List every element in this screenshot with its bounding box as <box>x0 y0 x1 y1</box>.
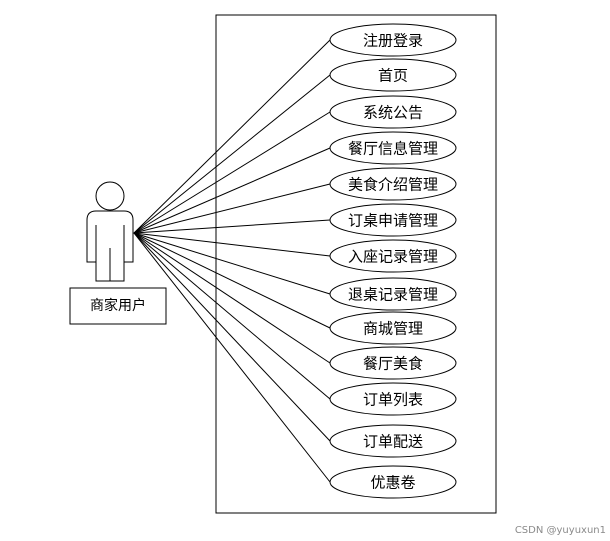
use-case-label: 订单列表 <box>363 391 423 409</box>
use-case-ellipse <box>329 167 457 201</box>
association-line <box>133 74 331 234</box>
use-case: 订单列表 <box>329 382 457 416</box>
use-case: 美食介绍管理 <box>329 167 457 201</box>
association-line <box>133 219 331 234</box>
use-case: 首页 <box>329 58 457 92</box>
use-case: 餐厅美食 <box>329 346 457 380</box>
use-case-ellipse <box>329 58 457 92</box>
use-case: 注册登录 <box>329 23 457 57</box>
use-case-label: 退桌记录管理 <box>348 286 438 304</box>
use-case: 订单配送 <box>329 424 457 458</box>
use-case-list: 注册登录首页系统公告餐厅信息管理美食介绍管理订桌申请管理入座记录管理退桌记录管理… <box>329 23 457 499</box>
association-line <box>133 232 331 400</box>
use-case-label: 注册登录 <box>363 32 423 50</box>
use-case: 餐厅信息管理 <box>329 131 457 165</box>
use-case-label: 美食介绍管理 <box>348 176 438 194</box>
association-line <box>133 232 331 295</box>
actor-figure <box>86 181 134 282</box>
watermark: CSDN @yuyuxun1 <box>515 525 606 536</box>
use-case-ellipse <box>329 382 457 416</box>
use-case: 订桌申请管理 <box>329 203 457 237</box>
use-case-label: 餐厅信息管理 <box>348 140 438 158</box>
association-line <box>133 232 331 442</box>
use-case-ellipse <box>329 311 457 345</box>
use-case-label: 商城管理 <box>363 320 423 338</box>
use-case-ellipse <box>329 95 457 129</box>
association-line <box>133 232 331 483</box>
use-case-label: 系统公告 <box>363 104 423 122</box>
use-case-label: 餐厅美食 <box>363 355 423 373</box>
use-case-label: 订单配送 <box>363 433 423 451</box>
association-line <box>133 232 331 257</box>
use-case-ellipse <box>329 203 457 237</box>
association-line <box>133 147 331 234</box>
use-case-ellipse <box>329 277 457 311</box>
use-case-ellipse <box>329 239 457 273</box>
association-line <box>133 111 331 234</box>
use-case-label: 首页 <box>378 67 408 85</box>
actor-head <box>95 181 125 211</box>
association-line <box>133 183 331 234</box>
association-line <box>133 232 331 364</box>
use-case-ellipse <box>329 131 457 165</box>
use-case: 入座记录管理 <box>329 239 457 273</box>
actor-name: 商家用户 <box>90 297 146 314</box>
actor-body <box>86 210 134 282</box>
use-case: 商城管理 <box>329 311 457 345</box>
use-case-ellipse <box>329 424 457 458</box>
use-case-label: 优惠卷 <box>370 474 415 492</box>
actor-name-box <box>69 287 167 325</box>
use-case-ellipse <box>329 346 457 380</box>
use-case-ellipse <box>329 23 457 57</box>
system-boundary <box>215 14 497 514</box>
association-lines <box>133 39 331 483</box>
use-case: 系统公告 <box>329 95 457 129</box>
use-case-label: 入座记录管理 <box>348 248 438 266</box>
association-line <box>133 39 331 234</box>
association-line <box>133 232 331 329</box>
use-case: 优惠卷 <box>329 465 457 499</box>
use-case: 退桌记录管理 <box>329 277 457 311</box>
use-case-label: 订桌申请管理 <box>348 212 438 230</box>
use-case-ellipse <box>329 465 457 499</box>
